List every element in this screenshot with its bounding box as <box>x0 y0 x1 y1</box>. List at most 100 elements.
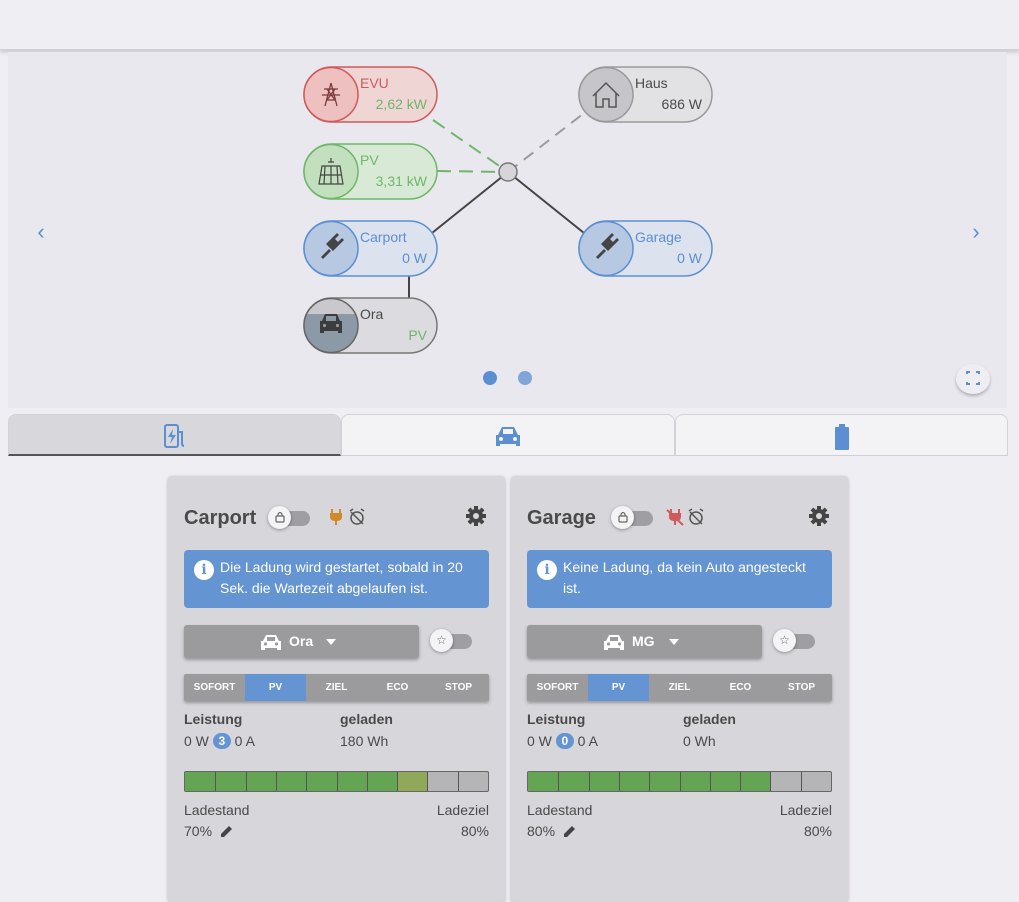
charge-mode-selector: SOFORT PV ZIEL ECO STOP <box>184 674 489 701</box>
soc-bar-divider <box>558 772 560 791</box>
carousel-dot-2[interactable] <box>518 371 532 385</box>
soc-bar-divider <box>649 772 651 791</box>
haus-label: Haus <box>635 75 668 91</box>
mode-eco[interactable]: ECO <box>386 682 409 693</box>
soc-bar-divider <box>245 772 247 791</box>
power-flow-panel <box>8 52 1007 408</box>
soc-bar-divider <box>618 772 620 791</box>
mode-stop[interactable]: STOP <box>787 682 816 693</box>
pencil-icon[interactable] <box>220 824 234 838</box>
current-amps: 0 A <box>234 733 255 749</box>
power-label: Leistung <box>527 711 586 727</box>
info-icon: i <box>537 560 557 580</box>
info-text: Keine Ladung, da kein Auto angesteckt is… <box>563 559 806 596</box>
haus-node[interactable]: Haus 686 W <box>578 66 713 123</box>
mode-ziel[interactable]: ZIEL <box>325 682 348 693</box>
fullscreen-button[interactable] <box>956 364 990 394</box>
pv-label: PV <box>360 152 379 168</box>
plug-icon <box>596 233 619 259</box>
soc-bar <box>527 771 832 792</box>
chargepoint-title: Carport <box>184 507 257 529</box>
lock-toggle[interactable] <box>611 506 655 529</box>
car-icon <box>261 635 281 650</box>
charge-mode-selector: SOFORT PV ZIEL ECO STOP <box>527 674 832 701</box>
chargepoint-card-garage: Garage i Keine Ladung, da kein Auto ange… <box>511 476 848 902</box>
favorite-toggle[interactable]: ☆ <box>773 629 817 652</box>
soc-bar-divider <box>215 772 217 791</box>
ora-node[interactable]: Ora PV <box>303 297 438 354</box>
soc-bar-divider <box>306 772 308 791</box>
soc-target-fill <box>397 772 428 791</box>
evu-label: EVU <box>360 75 389 91</box>
soc-bar-divider <box>800 772 802 791</box>
haus-value: 686 W <box>662 96 703 112</box>
vehicle-select[interactable]: Ora <box>184 625 419 658</box>
carport-flow-line <box>431 171 509 234</box>
garage-node[interactable]: Garage 0 W <box>578 220 713 277</box>
soc-bar-divider <box>457 772 459 791</box>
soc-bar-divider <box>709 772 711 791</box>
tab-chargepoints[interactable] <box>8 414 341 456</box>
garage-value: 0 W <box>677 250 703 266</box>
star-icon: ☆ <box>773 629 796 652</box>
chevron-down-icon <box>669 639 679 645</box>
soc-bar-divider <box>770 772 772 791</box>
soc-bar-divider <box>679 772 681 791</box>
mode-stop[interactable]: STOP <box>444 682 473 693</box>
gear-icon[interactable] <box>808 505 830 527</box>
soc-bar <box>184 771 489 792</box>
charged-label: geladen <box>683 711 736 727</box>
vehicle-name: Ora <box>289 633 314 649</box>
target-label: Ladeziel <box>436 802 489 818</box>
alarm-off-icon <box>349 508 365 525</box>
tab-battery[interactable] <box>675 414 1008 456</box>
star-icon: ☆ <box>430 629 453 652</box>
flow-hub <box>498 162 518 182</box>
mode-pv[interactable]: PV <box>588 674 649 701</box>
info-text: Die Ladung wird gestartet, sobald in 20 … <box>220 559 463 596</box>
soc-bar-divider <box>740 772 742 791</box>
soc-bar-divider <box>275 772 277 791</box>
mode-pv[interactable]: PV <box>245 674 306 701</box>
power-value: 0 W 3 0 A <box>184 733 255 749</box>
car-icon <box>496 427 520 446</box>
mode-sofort[interactable]: SOFORT <box>536 682 579 693</box>
mode-eco[interactable]: ECO <box>729 682 752 693</box>
tab-vehicles[interactable] <box>341 414 675 456</box>
chevron-right-icon[interactable]: › <box>972 219 980 244</box>
vehicle-name: MG <box>632 633 655 649</box>
garage-flow-line <box>507 171 585 234</box>
power-value: 0 W 0 0 A <box>527 733 598 749</box>
chevron-left-icon[interactable]: ‹ <box>37 219 45 244</box>
carousel-dot-1[interactable] <box>483 371 497 385</box>
top-bar <box>0 0 1019 50</box>
charged-value: 180 Wh <box>340 733 389 749</box>
evu-node[interactable]: EVU 2,62 kW <box>303 66 438 123</box>
pv-flow-line <box>436 170 509 173</box>
ora-label: Ora <box>360 306 384 322</box>
soc-value[interactable]: 70% <box>184 823 234 839</box>
pencil-icon[interactable] <box>563 824 577 838</box>
mode-ziel[interactable]: ZIEL <box>668 682 691 693</box>
carport-value: 0 W <box>402 250 428 266</box>
soc-label: Ladestand <box>184 802 250 818</box>
vehicle-select[interactable]: MG <box>527 625 762 658</box>
carport-label: Carport <box>360 229 407 245</box>
plug-connected-icon <box>330 509 342 525</box>
current-amps: 0 A <box>577 733 598 749</box>
soc-value[interactable]: 80% <box>527 823 577 839</box>
lock-toggle[interactable] <box>268 506 312 529</box>
charging-station-icon <box>163 424 184 448</box>
gear-icon[interactable] <box>465 505 487 527</box>
pv-node[interactable]: PV 3,31 kW <box>303 143 438 200</box>
carport-node[interactable]: Carport 0 W <box>303 220 438 277</box>
pv-value: 3,31 kW <box>376 173 428 189</box>
main-tabs <box>8 414 1008 456</box>
plug-disconnected-icon <box>666 509 684 526</box>
mode-sofort[interactable]: SOFORT <box>193 682 236 693</box>
target-value: 80% <box>460 823 489 839</box>
soc-bar-divider <box>336 772 338 791</box>
lock-icon <box>268 506 291 529</box>
favorite-toggle[interactable]: ☆ <box>430 629 474 652</box>
solar-panel-icon <box>318 158 344 185</box>
